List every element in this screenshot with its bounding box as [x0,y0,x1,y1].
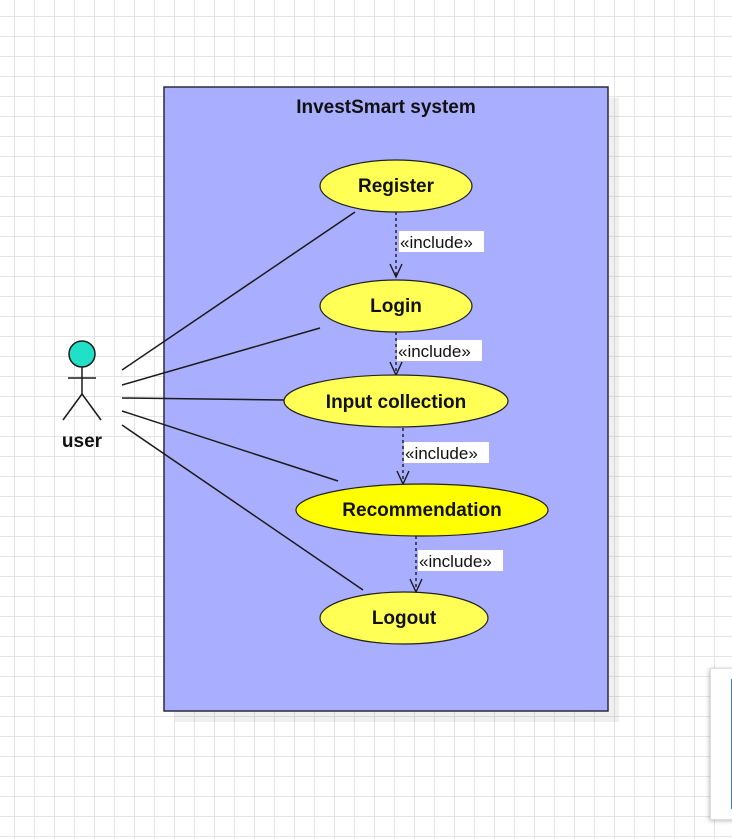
association-login[interactable] [121,327,321,386]
actor-head [68,340,96,368]
include-label-bg [399,231,484,252]
association-register[interactable] [121,211,356,371]
system-title: InvestSmart system [296,97,476,118]
use-case-register[interactable]: Register [319,159,473,213]
association-input-collection[interactable] [121,397,285,401]
include-login-input-collection[interactable]: «include» [389,332,482,377]
actor-left-leg [62,393,83,421]
association-recommendation[interactable] [121,410,339,482]
use-case-logout-label: Logout [372,608,437,629]
include-label: «include» [400,233,473,252]
include-register-login[interactable]: «include» [389,212,484,279]
use-case-register-label: Register [358,176,435,197]
include-input-collection-recommendation[interactable]: «include» [396,428,489,486]
include-label: «include» [398,342,471,361]
use-case-login[interactable]: Login [319,279,473,333]
use-case-logout[interactable]: Logout [319,591,489,645]
actor-user[interactable]: user [62,340,103,452]
use-case-input-collection-ellipse [283,374,509,428]
association-logout[interactable] [121,424,364,591]
use-case-logout-ellipse [319,591,489,645]
include-recommendation-logout[interactable]: «include» [409,536,503,594]
use-case-recommendation[interactable]: Recommendation [295,483,549,537]
include-label: «include» [419,552,492,571]
use-case-input-collection-label: Input collection [326,392,466,413]
use-case-recommendation-label: Recommendation [342,500,501,521]
use-case-register-ellipse [319,159,473,213]
include-label: «include» [405,444,478,463]
use-case-login-label: Login [370,296,422,317]
include-label-bg [418,550,503,571]
include-label-bg [397,340,482,361]
use-case-input-collection[interactable]: Input collection [283,374,509,428]
use-case-login-ellipse [319,279,473,333]
side-panel[interactable] [710,668,732,820]
actor-right-leg [81,393,102,421]
include-arrowhead [389,263,403,279]
actor-label: user [62,431,103,452]
include-label-bg [404,442,489,463]
use-case-recommendation-ellipse [295,483,549,537]
